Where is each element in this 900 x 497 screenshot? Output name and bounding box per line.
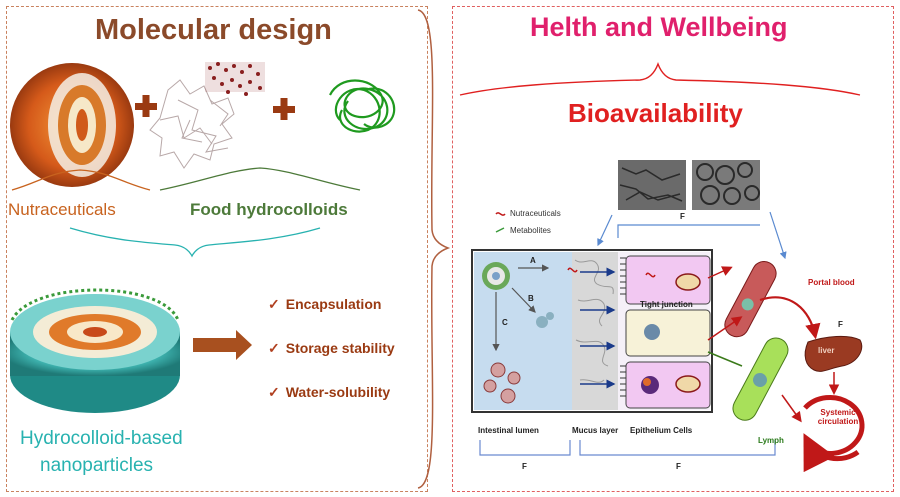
protein-dots [208, 62, 262, 96]
molecular-design-title: Molecular design [95, 14, 332, 46]
mucus-layer-area [572, 252, 618, 410]
legend-metabolites: Metabolites [510, 226, 551, 235]
path-b-label: B [528, 294, 534, 303]
health-brace [459, 62, 861, 96]
check-icon: ✓ [268, 296, 280, 312]
bioavailability-title: Bioavailability [568, 98, 743, 128]
combination-brace [69, 227, 321, 258]
systemic-circulation-label: Systemic circulation [817, 408, 859, 426]
lymph-vessel-icon [732, 337, 789, 421]
nanoparticles-label-line2: nanoparticles [40, 455, 154, 476]
intestinal-lumen-label: Intestinal lumen [478, 426, 539, 435]
portal-blood-label: Portal blood [808, 278, 855, 287]
sem-image-1 [618, 160, 686, 210]
nutraceutical-sphere-icon [10, 63, 134, 187]
polysaccharide-coil-icon [329, 79, 396, 133]
mucus-layer-label: Mucus layer [572, 426, 619, 435]
plus-icon [273, 98, 295, 120]
fa-label: F [676, 462, 681, 471]
legend-nutraceuticals: Nutraceuticals [510, 209, 561, 218]
hydrocolloids-label: Food hydrocolloids [190, 200, 348, 219]
plus-icon [135, 95, 157, 117]
path-a-label: A [530, 256, 536, 265]
intestine-box [471, 249, 713, 413]
hydrocolloid-brace [159, 167, 361, 191]
fm-liver-label: F [838, 320, 843, 329]
portal-blood-vessel-icon [724, 261, 777, 338]
fa-brace [579, 440, 776, 456]
benefit-water-solubility: ✓Water-solubility [268, 384, 391, 400]
fb-label: F [522, 462, 527, 471]
check-icon: ✓ [268, 384, 280, 400]
arrow-icon [193, 330, 252, 360]
check-icon: ✓ [268, 340, 280, 356]
health-panel [452, 6, 894, 492]
fm-label: F [680, 212, 685, 221]
nutraceuticals-label: Nutraceuticals [8, 200, 116, 219]
path-c-label: C [502, 318, 508, 327]
lymph-label: Lymph [758, 436, 784, 445]
systemic-circulation-icon [803, 394, 865, 473]
epithelium-label: Epithelium Cells [630, 426, 693, 435]
nanoparticles-label-line1: Hydrocolloid-based [20, 428, 183, 449]
health-title: Helth and Wellbeing [530, 12, 788, 42]
benefit-encapsulation: ✓Encapsulation [268, 296, 382, 312]
liver-label: liver [818, 346, 835, 355]
fb-brace [479, 440, 571, 456]
nanoparticle-icon [10, 288, 180, 413]
liver-icon [804, 335, 863, 372]
benefit-storage-stability: ✓Storage stability [268, 340, 395, 356]
molecular-design-panel [6, 6, 428, 492]
tight-junction-label: Tight junction [640, 300, 693, 309]
nutraceutical-brace [11, 169, 151, 191]
divider-brace [417, 9, 451, 489]
protein-structure-icon [149, 79, 235, 169]
